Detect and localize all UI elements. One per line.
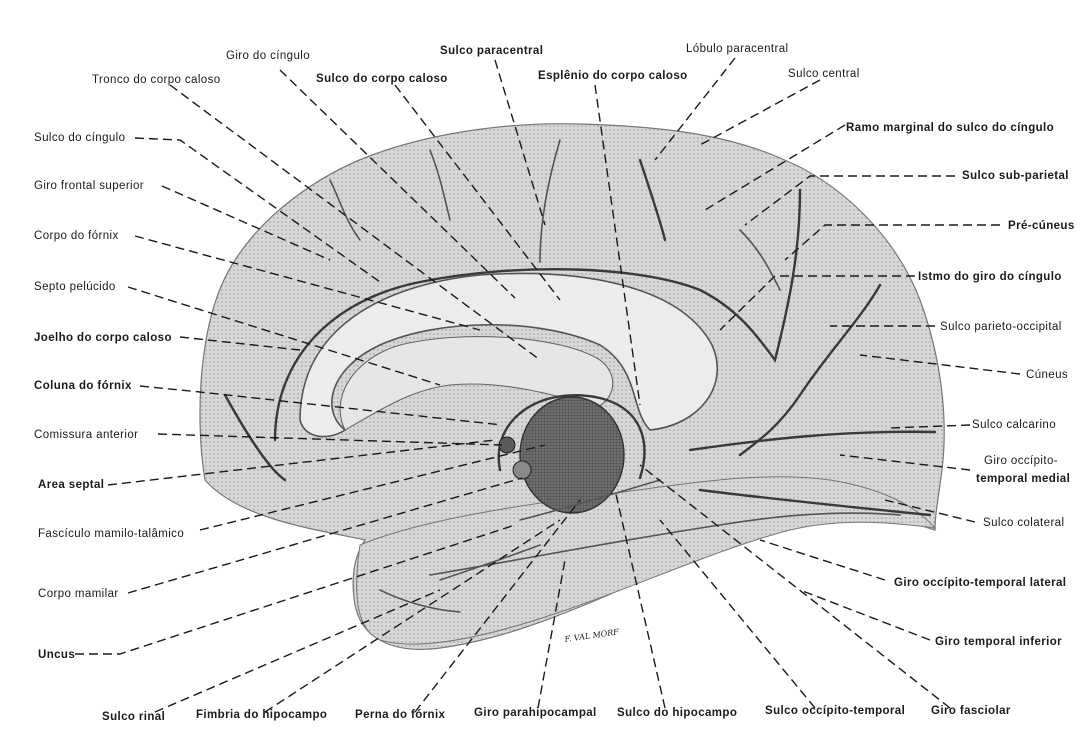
leader-esplenio <box>594 84 641 406</box>
leader-sulco-occipito-temporal <box>659 519 816 709</box>
leader-giro-occipito-temporal-lateral <box>759 539 886 581</box>
label-corpo-mamilar: Corpo mamilar <box>38 588 119 600</box>
leader-cuneus <box>859 354 1021 375</box>
temporal-sulcus-branch <box>439 544 541 581</box>
parieto-occipital-sulcus <box>738 283 882 457</box>
rhinal-sulcus <box>379 589 461 613</box>
leader-sulco-sub-parietal <box>744 175 955 226</box>
frontal-sulcus-branch-1 <box>329 179 361 241</box>
central-sulcus <box>638 158 667 242</box>
label-sulco-do-corpo-caloso: Sulco do corpo caloso <box>316 73 448 85</box>
label-sulco-do-hipocampo: Sulco do hipocampo <box>617 707 737 719</box>
subparietal-sulcus <box>739 229 781 291</box>
label-fimbria-do-hipocampo: Fimbria do hipocampo <box>196 709 327 721</box>
label-corpo-do-fornix: Corpo do fórnix <box>34 230 119 242</box>
label-giro-occipito-temporal-lateral: Giro occípito-temporal lateral <box>894 577 1066 589</box>
paracentral-sulcus <box>539 139 561 263</box>
leader-tronco <box>169 84 541 361</box>
leader-septo-pelucido <box>127 286 441 386</box>
leader-istmo <box>719 275 915 331</box>
leader-coluna-do-fornix <box>139 385 503 426</box>
label-comissura-anterior: Comissura anterior <box>34 429 138 441</box>
label-sulco-colateral: Sulco colateral <box>983 517 1064 529</box>
label-perna-do-fornix: Perna do fórnix <box>355 709 446 721</box>
thalamus <box>519 396 625 514</box>
label-cuneus: Cúneus <box>1026 369 1068 381</box>
leader-giro-frontal-superior <box>161 185 331 261</box>
calcarine-sulcus <box>688 430 937 452</box>
septum-pellucidum <box>339 336 614 431</box>
leader-lines <box>75 57 1021 713</box>
label-joelho-do-corpo-caloso: Joelho do corpo caloso <box>34 332 172 344</box>
label-giro-occipito-temporal-medial-line1: Giro occípito- <box>984 455 1058 467</box>
label-giro-fasciolar: Giro fasciolar <box>931 705 1011 717</box>
leader-perna-do-fornix <box>414 499 581 713</box>
label-sulco-sub-parietal: Sulco sub-parietal <box>962 170 1069 182</box>
label-sulco-calcarino: Sulco calcarino <box>972 419 1056 431</box>
leader-lobulo-paracentral <box>654 57 736 161</box>
fornix <box>497 394 646 480</box>
artist-signature: F. VAL MORF <box>563 627 620 644</box>
leader-sulco-corpo-caloso <box>394 84 561 301</box>
occipitotemporal-sulcus <box>429 512 901 576</box>
leader-giro-occipito-temporal-medial <box>839 454 971 471</box>
label-giro-do-cingulo: Giro do cíngulo <box>226 50 310 62</box>
label-ramo-marginal: Ramo marginal do sulco do cíngulo <box>846 122 1054 134</box>
label-sulco-occipito-temporal: Sulco occípito-temporal <box>765 705 905 717</box>
leader-pre-cuneus <box>784 224 1000 261</box>
leader-sulco-rinal <box>154 589 441 713</box>
leader-corpo-do-fornix <box>134 235 481 331</box>
leader-sulco-paracentral <box>494 59 546 226</box>
leader-uncus <box>75 524 516 655</box>
label-tronco-do-corpo-caloso: Tronco do corpo caloso <box>92 74 221 86</box>
leader-corpo-mamilar <box>127 477 523 594</box>
label-giro-temporal-inferior: Giro temporal inferior <box>935 636 1062 648</box>
leader-sulco-do-hipocampo <box>614 489 666 709</box>
label-pre-cuneus: Pré-cúneus <box>1008 220 1075 232</box>
label-esplenio-do-corpo-caloso: Esplênio do corpo caloso <box>538 70 688 82</box>
mamillary-body <box>512 460 532 480</box>
frontal-sulcus-branch-2 <box>429 149 451 221</box>
leader-giro-do-cingulo <box>279 69 516 299</box>
label-fasciculo-mamilo-talamico: Fascículo mamilo-talâmico <box>38 528 184 540</box>
leader-area-septal <box>107 439 496 486</box>
leader-comissura-anterior <box>157 433 503 446</box>
label-area-septal: Area septal <box>38 479 104 491</box>
label-septo-pelucido: Septo pelúcido <box>34 281 116 293</box>
label-coluna-do-fornix: Coluna do fórnix <box>34 380 132 392</box>
leader-fasciculo <box>199 444 546 531</box>
leader-giro-temporal-inferior <box>799 589 931 641</box>
collateral-sulcus <box>698 488 932 517</box>
label-giro-parahipocampal: Giro parahipocampal <box>474 707 597 719</box>
label-sulco-central: Sulco central <box>788 68 860 80</box>
leader-sulco-do-cingulo <box>134 137 381 283</box>
label-lobulo-paracentral: Lóbulo paracentral <box>686 43 788 55</box>
leader-sulco-colateral <box>884 499 976 523</box>
labels: Giro do cíngulo Sulco paracentral Lóbulo… <box>34 43 1075 723</box>
leader-sulco-central <box>699 79 821 146</box>
label-sulco-rinal: Sulco rinal <box>102 711 165 723</box>
leader-giro-fasciolar <box>639 464 951 709</box>
brain-hemisphere <box>199 123 945 650</box>
label-giro-occipito-temporal-medial-line2: temporal medial <box>976 473 1070 485</box>
label-sulco-do-cingulo: Sulco do cíngulo <box>34 132 125 144</box>
leader-fimbria <box>264 519 561 713</box>
label-giro-frontal-superior: Giro frontal superior <box>34 180 144 192</box>
corpus-callosum <box>299 272 718 438</box>
hippocampal-sulcus <box>519 479 661 521</box>
label-sulco-paracentral: Sulco paracentral <box>440 45 543 57</box>
label-sulco-parieto-occipital: Sulco parieto-occipital <box>940 321 1062 333</box>
leader-joelho <box>179 336 301 351</box>
label-uncus: Uncus <box>38 649 75 661</box>
cingulate-sulcus <box>223 188 802 482</box>
label-istmo-do-giro-do-cingulo: Istmo do giro do cíngulo <box>918 271 1062 283</box>
leader-giro-parahipocampal <box>537 559 566 709</box>
